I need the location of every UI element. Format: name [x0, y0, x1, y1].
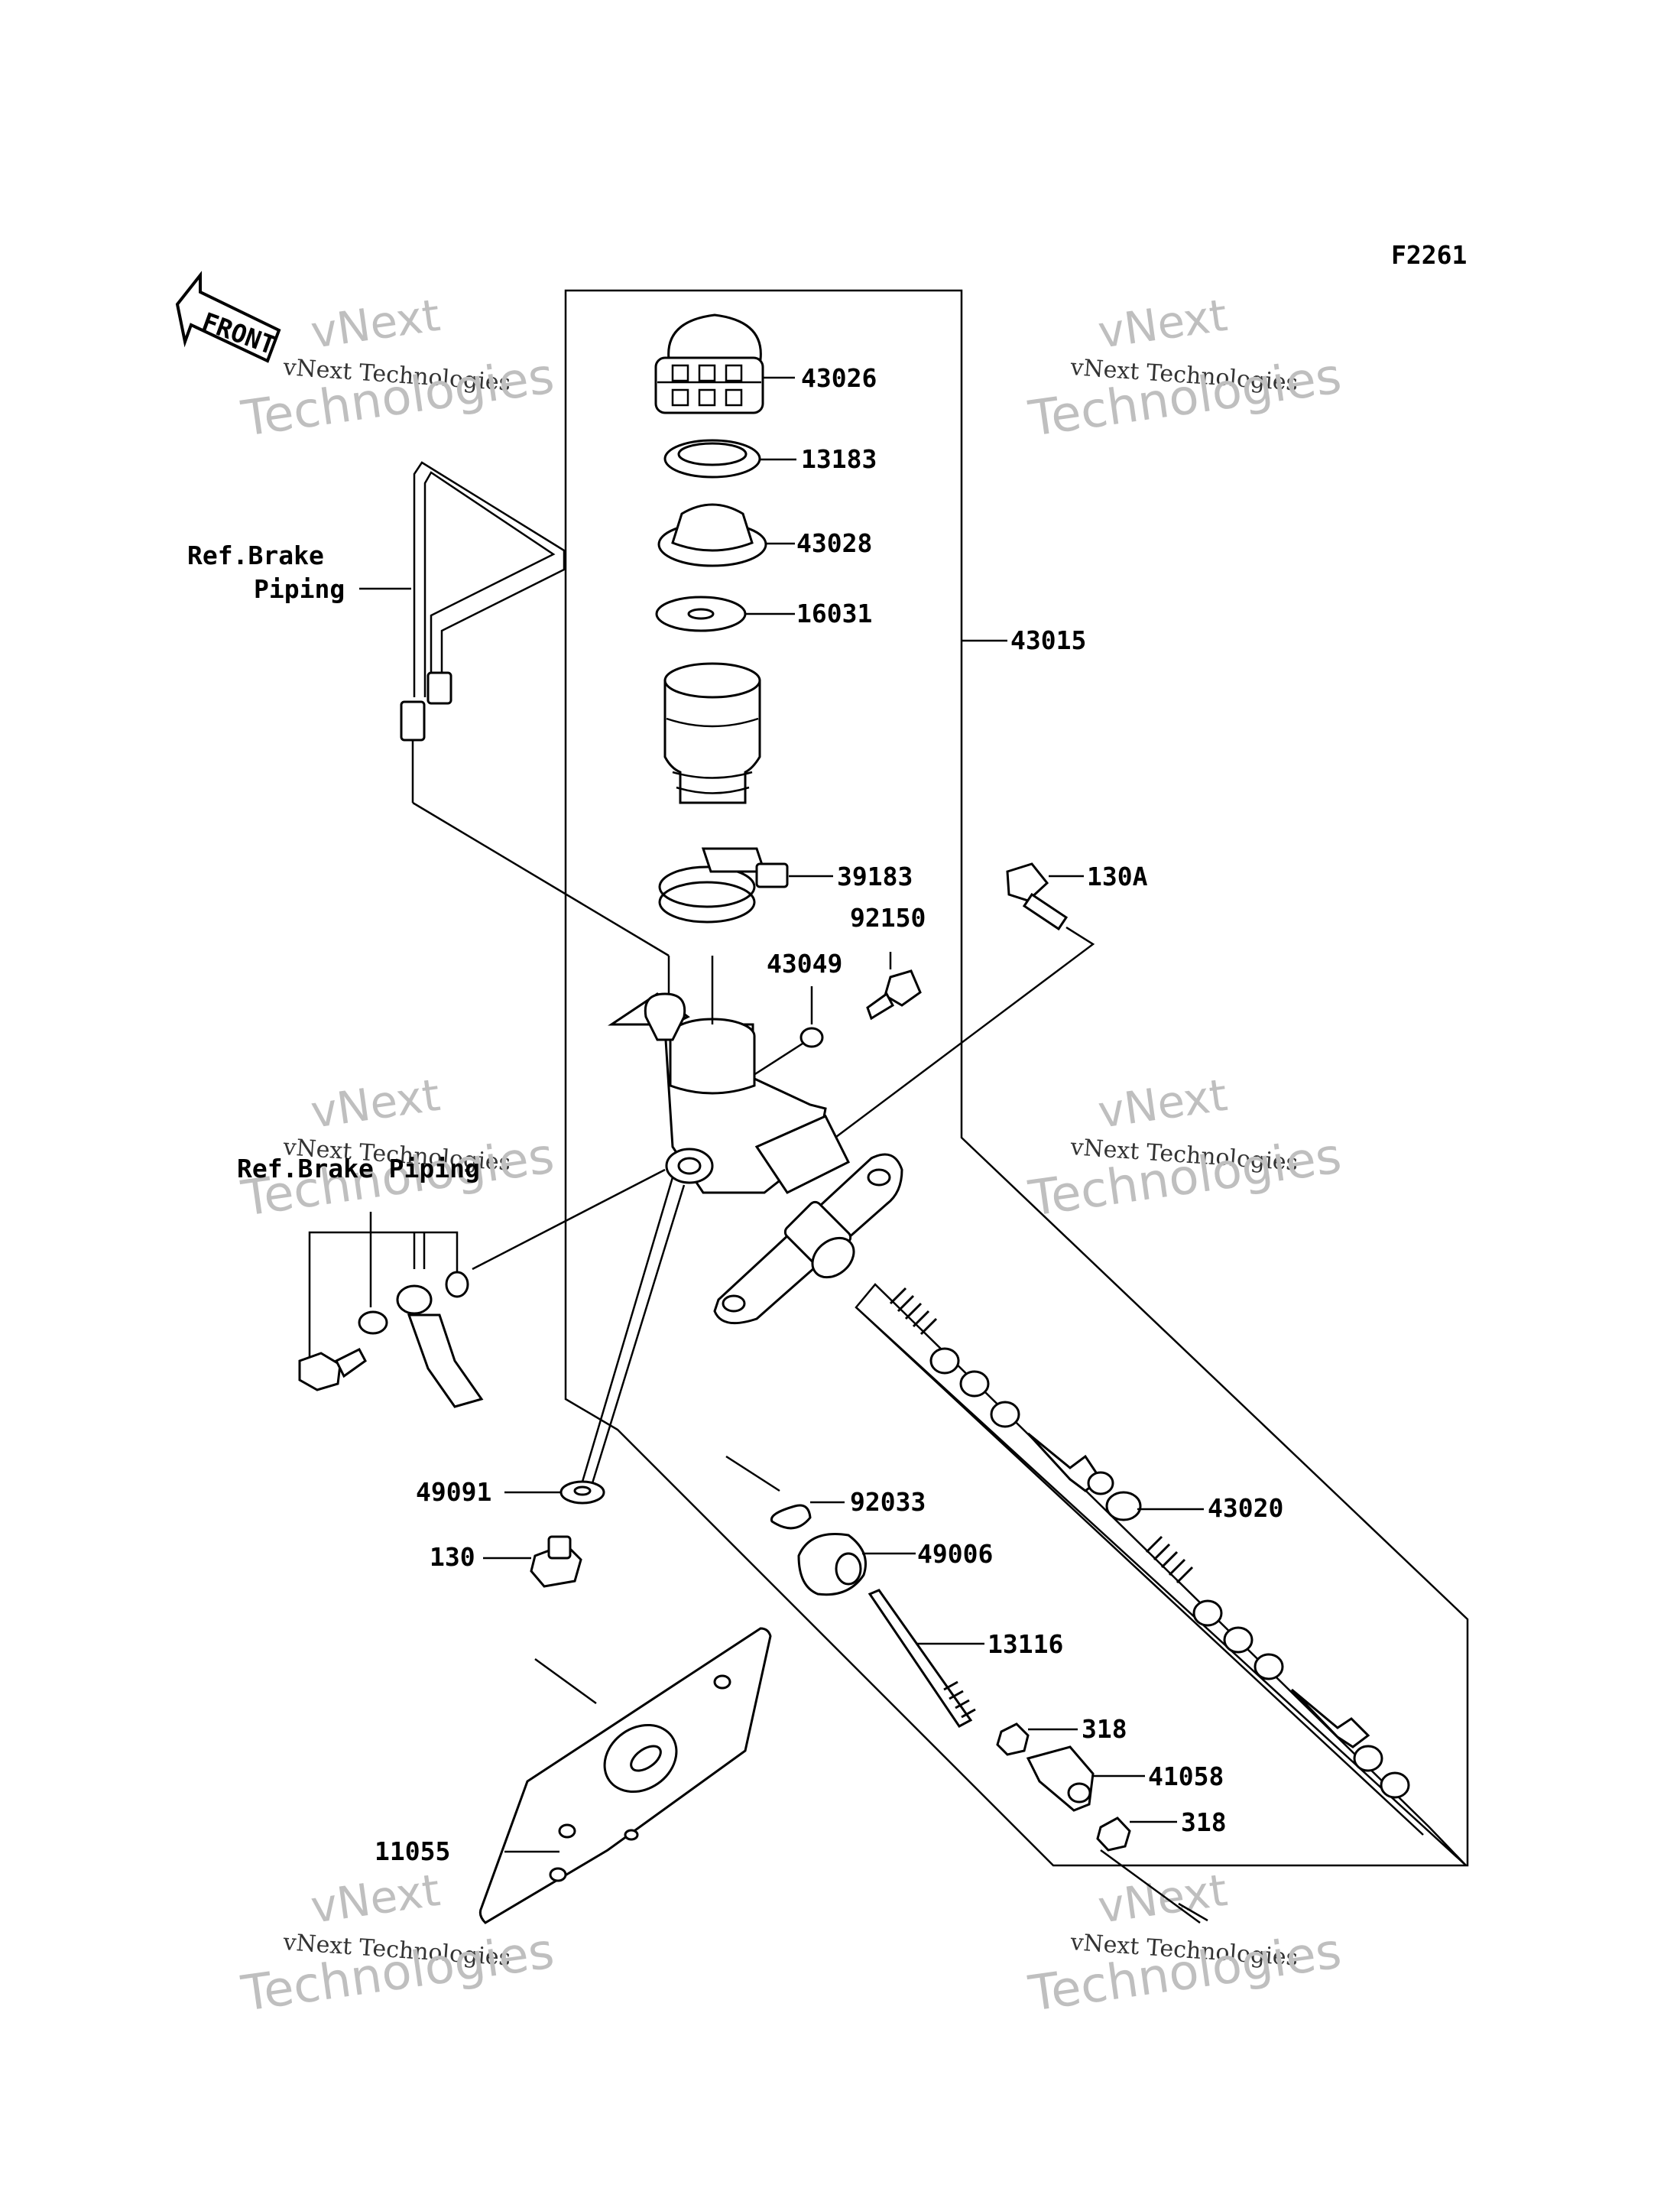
push-rod-assembly: [855, 1283, 1467, 1866]
part-label-130: 130: [430, 1542, 475, 1572]
washer: [655, 596, 747, 632]
ref-brake-piping-1-line1: Ref.Brake: [187, 541, 324, 570]
part-label-43026: 43026: [801, 363, 877, 393]
dust-boot: [797, 1533, 867, 1596]
assembly-bracket: [564, 289, 1469, 1867]
part-label-49091: 49091: [416, 1477, 491, 1507]
lock-nut: [996, 1722, 1030, 1756]
diaphragm: [657, 503, 767, 567]
part-label-11055: 11055: [375, 1836, 450, 1866]
part-label-49006: 49006: [917, 1539, 993, 1569]
watermark-bottom-right: vNext vNext Technologies Technologies: [1025, 1864, 1344, 2023]
watermark-line1: vNext: [307, 289, 443, 359]
bracket-plate: [478, 1627, 772, 1924]
clevis-nut: [1096, 1817, 1131, 1852]
watermark-line1: vNext: [1095, 1864, 1230, 1933]
leader-130A-line: [832, 926, 1095, 1140]
hose-clamp: [658, 847, 789, 924]
watermark-mid-right: vNext vNext Technologies Technologies: [1025, 1069, 1344, 1228]
watermark-mid-left: vNext vNext Technologies Technologies: [238, 1069, 557, 1228]
reservoir: [663, 662, 761, 804]
part-label-43020: 43020: [1208, 1493, 1283, 1523]
leader-nut-line: [1100, 1849, 1201, 1924]
reservoir-cap: [654, 313, 764, 414]
part-label-92150: 92150: [850, 903, 926, 933]
leader-49091-line2: [591, 1184, 686, 1484]
ref-brake-piping-1-line2: Piping: [254, 574, 345, 604]
ref-brake-piping-2: Ref.Brake Piping: [237, 1154, 480, 1183]
part-label-43015: 43015: [1010, 625, 1086, 655]
leader-92033-line: [725, 1455, 780, 1492]
brake-pipe: [400, 461, 670, 994]
watermark-line1: vNext: [307, 1864, 443, 1933]
part-label-16031: 16031: [796, 599, 872, 628]
part-label-318-a: 318: [1082, 1714, 1127, 1744]
part-label-130A: 130A: [1087, 862, 1148, 891]
part-label-43049: 43049: [767, 949, 842, 979]
part-label-13116: 13116: [988, 1629, 1063, 1659]
diaphragm-plate: [663, 439, 761, 479]
banjo-fitting-group: [298, 1168, 666, 1408]
part-label-13183: 13183: [801, 444, 877, 474]
watermark-line1: vNext: [307, 1069, 443, 1138]
part-label-41058: 41058: [1148, 1761, 1224, 1791]
bleeder-valve: [866, 952, 922, 1021]
part-label-39183: 39183: [837, 862, 913, 891]
front-arrow-icon: FRONT: [175, 271, 281, 363]
mounting-bolt: [1006, 862, 1069, 931]
watermark-line1: vNext: [1095, 289, 1230, 359]
master-cylinder-body: [608, 992, 851, 1194]
watermark-top-left: vNext vNext Technologies Technologies: [238, 289, 557, 448]
leader-nut-tip: [1178, 1902, 1208, 1922]
leader-11055-line: [534, 1657, 597, 1705]
part-label-318-b: 318: [1181, 1807, 1227, 1837]
part-label-92033: 92033: [850, 1487, 926, 1517]
leader-43049-line: [748, 1042, 803, 1080]
push-rod: [868, 1589, 976, 1728]
drain-washer: [559, 1480, 605, 1505]
snap-ring: [770, 1504, 812, 1530]
small-washer: [799, 1027, 824, 1048]
drain-bolt: [530, 1535, 582, 1588]
watermark-top-right: vNext vNext Technologies Technologies: [1025, 289, 1344, 448]
leader-49091-line: [581, 1177, 674, 1482]
mounting-flange: [713, 1153, 903, 1325]
clevis: [1026, 1745, 1095, 1812]
part-label-43028: 43028: [796, 528, 872, 558]
watermark-line1: vNext: [1095, 1069, 1230, 1138]
figure-code: F2261: [1391, 240, 1467, 270]
